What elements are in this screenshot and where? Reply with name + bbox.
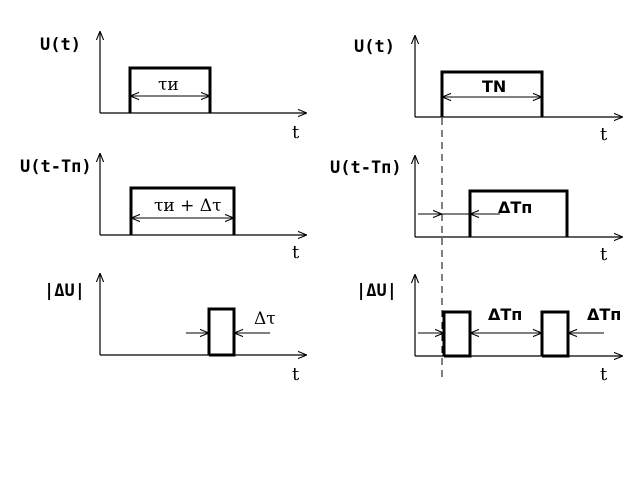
left-bottom-ylabel: |ΔU| [44, 281, 85, 301]
right-bottom-ylabel: |ΔU| [356, 281, 397, 301]
left-middle-pulse [129, 186, 236, 235]
left-bottom-plot: |ΔU| t Δτ [44, 274, 306, 385]
left-top-xlabel: t [292, 122, 300, 143]
left-top-ylabel: U(t) [40, 35, 81, 55]
right-bottom-annotation-2: ΔTп [587, 305, 621, 324]
right-middle-pulse [468, 189, 569, 237]
left-middle-annotation: τи + Δτ [154, 196, 221, 216]
right-middle-plot: U(t-Tп) t ΔTп [330, 156, 622, 265]
right-top-xlabel: t [600, 124, 608, 145]
left-bottom-xlabel: t [292, 364, 300, 385]
right-middle-ylabel: U(t-Tп) [330, 158, 402, 178]
right-bottom-annotation-1: ΔTп [488, 305, 522, 324]
right-middle-annotation: ΔTп [498, 198, 532, 217]
left-middle-plot: U(t-Tп) t τи + Δτ [20, 154, 306, 263]
right-middle-xlabel: t [600, 244, 608, 265]
left-middle-xlabel: t [292, 242, 300, 263]
right-bottom-pulse-1 [442, 310, 472, 358]
left-top-pulse [128, 66, 212, 113]
left-bottom-pulse [207, 307, 236, 357]
right-top-pulse [440, 70, 544, 117]
left-top-plot: U(t) t τи [40, 32, 306, 143]
right-bottom-pulse-2 [540, 310, 570, 358]
left-middle-ylabel: U(t-Tп) [20, 157, 92, 177]
left-bottom-annotation: Δτ [254, 309, 276, 329]
right-bottom-plot: |ΔU| t ΔTп ΔTп [356, 275, 622, 385]
right-top-ylabel: U(t) [354, 37, 395, 57]
right-top-plot: U(t) t TN [354, 36, 622, 145]
right-top-annotation: TN [482, 77, 506, 96]
right-bottom-xlabel: t [600, 364, 608, 385]
left-top-annotation: τи [158, 75, 179, 95]
